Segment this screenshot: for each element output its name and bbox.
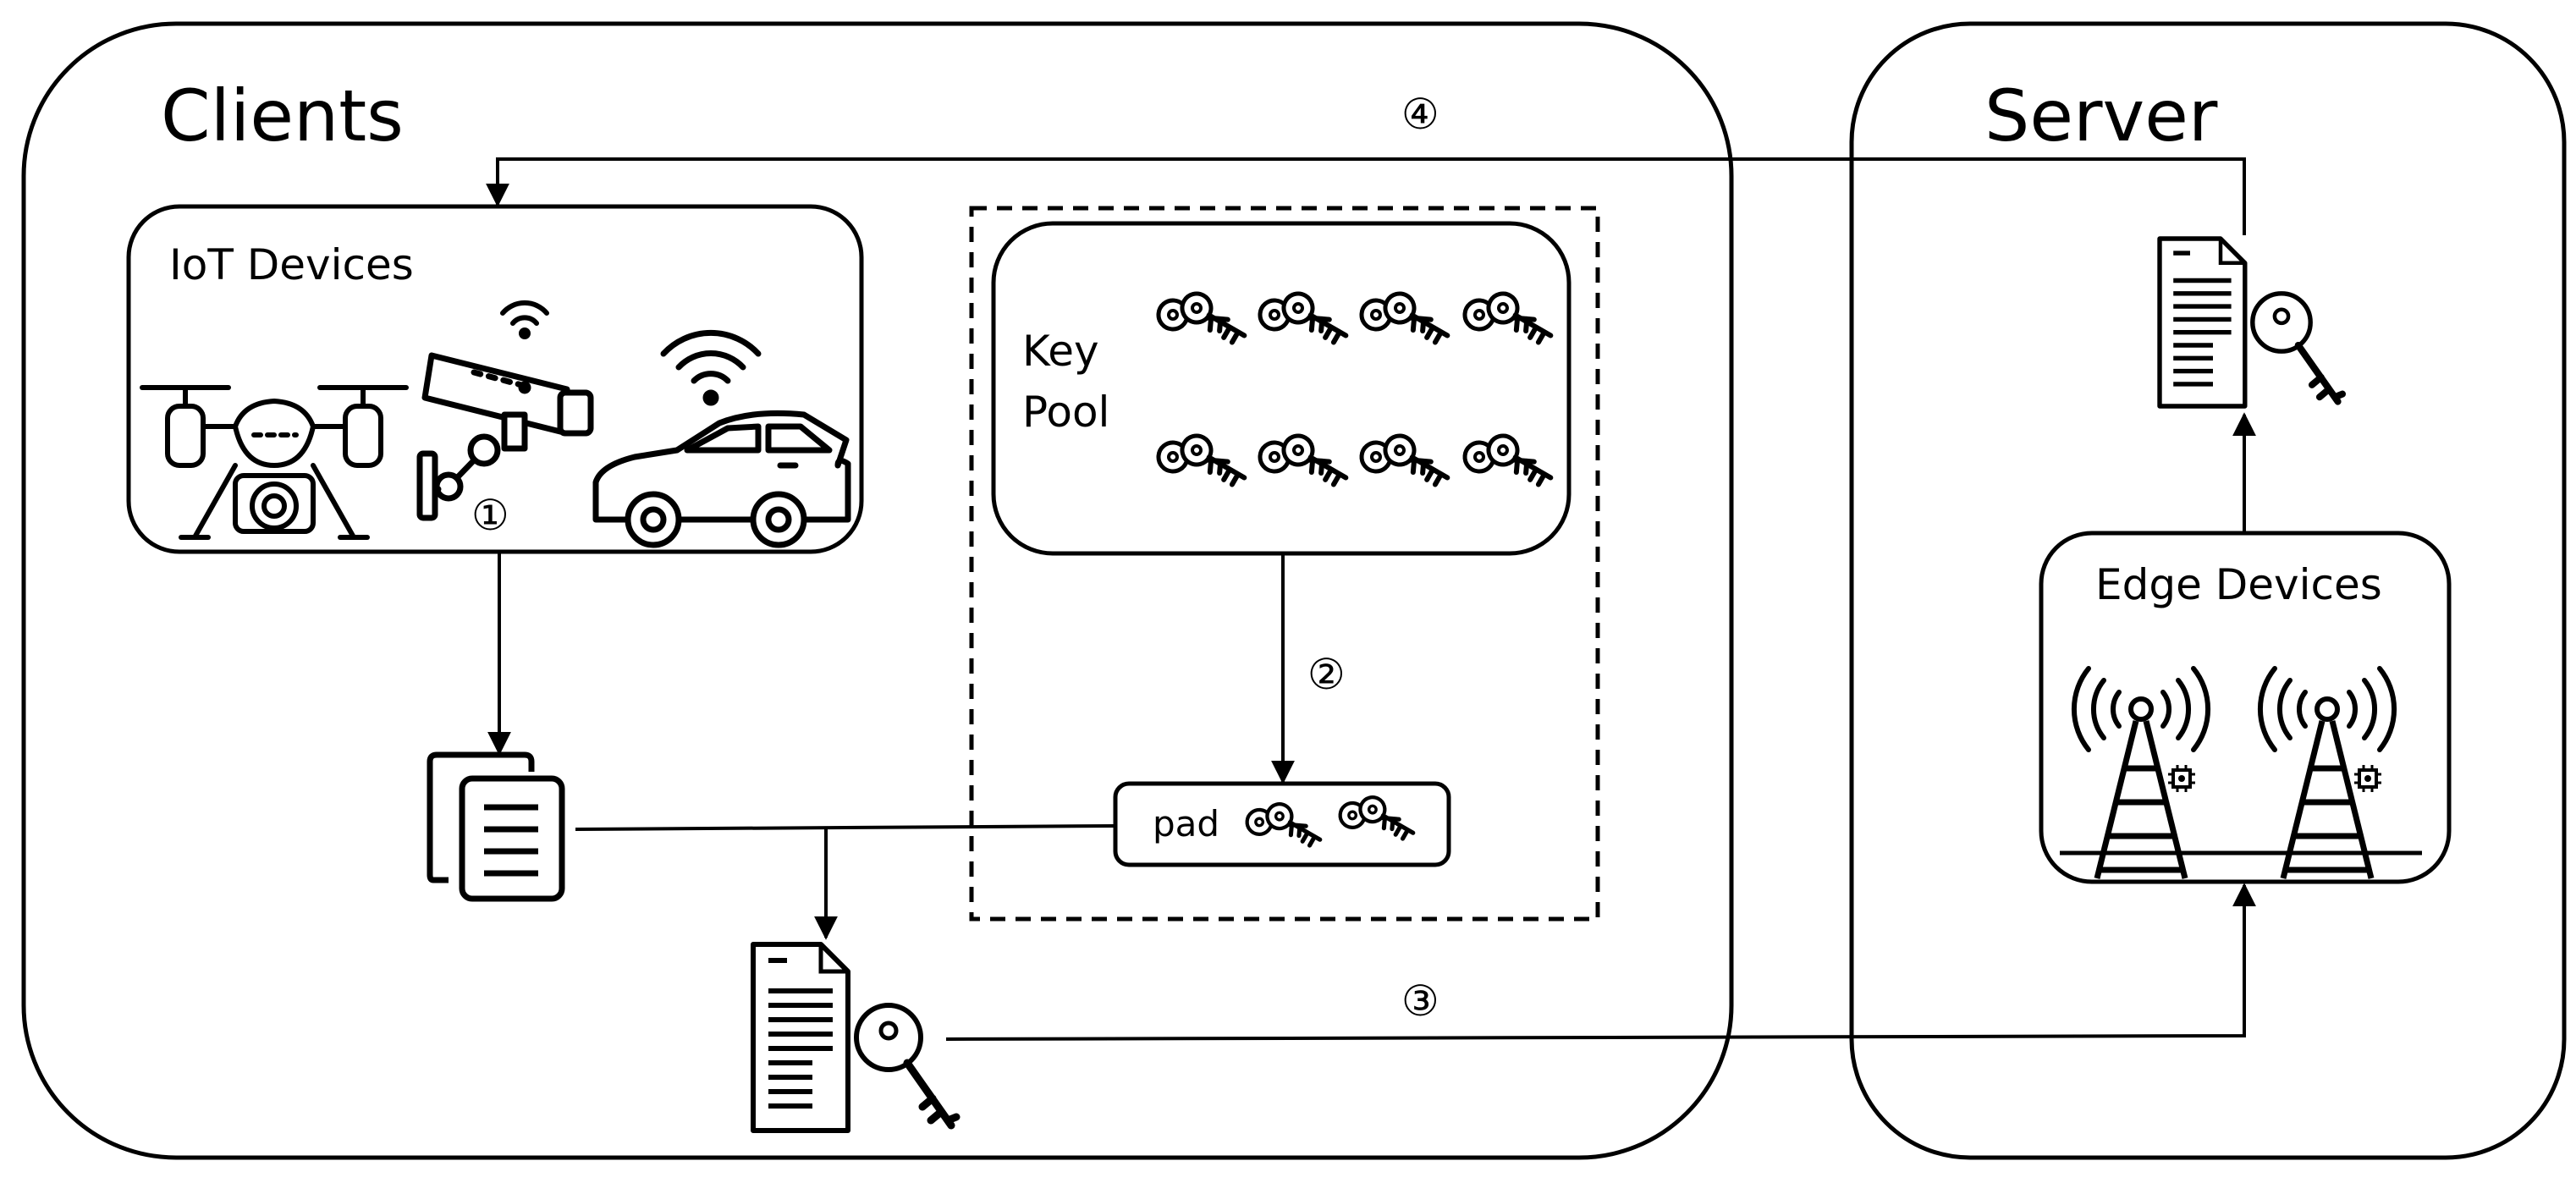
encrypted-document-icon	[2160, 239, 2342, 406]
iot-devices-label: IoT Devices	[169, 240, 414, 289]
key-pool-label-2: Pool	[1022, 388, 1109, 437]
pad-label: pad	[1153, 803, 1219, 845]
key-region	[969, 206, 1600, 922]
drone-icon	[140, 385, 409, 540]
arrow-to-edge-devices	[945, 883, 2256, 1041]
key-pool-label: Key	[1022, 327, 1099, 376]
step-1-label: ①	[471, 491, 509, 540]
documents-icon	[427, 751, 565, 902]
server-title: Server	[1984, 74, 2218, 157]
server-group	[1849, 21, 2567, 1160]
arrow-server-to-iot	[486, 157, 2246, 235]
security-camera-icon	[416, 300, 594, 521]
clients-title: Clients	[161, 74, 404, 157]
encrypted-document-icon	[753, 944, 956, 1131]
clients-group	[21, 21, 1734, 1160]
step-4-label: ④	[1401, 90, 1439, 139]
step-2-label: ②	[1307, 650, 1346, 699]
line-documents-to-merge	[575, 824, 1116, 831]
step-3-label: ③	[1401, 977, 1439, 1026]
edge-devices-label: Edge Devices	[2095, 560, 2382, 609]
connected-car-icon	[592, 329, 851, 548]
